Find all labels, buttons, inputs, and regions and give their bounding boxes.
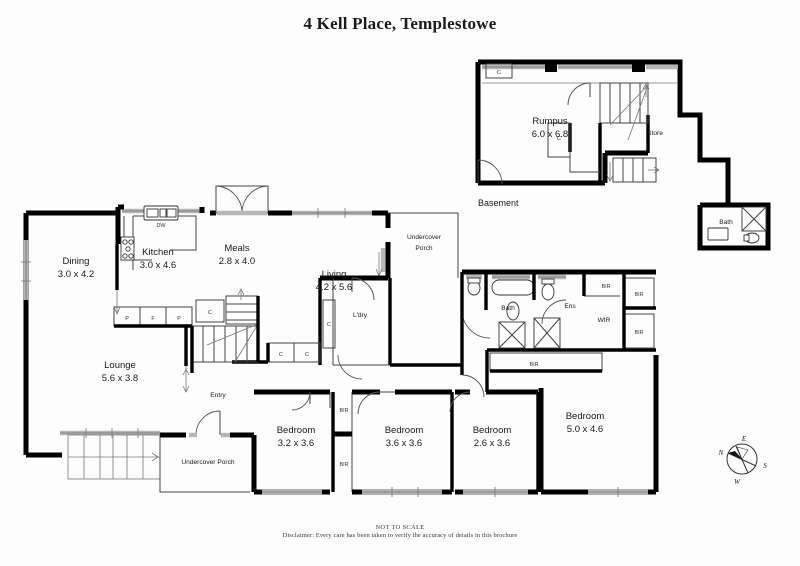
- bedroom-1-dim: 3.2 x 3.6: [278, 438, 314, 449]
- lounge-label: Lounge: [104, 360, 136, 371]
- meals-french-doors: [215, 185, 269, 216]
- compass-rose: E N S W: [718, 435, 768, 486]
- bedroom-3-label: Bedroom: [473, 425, 512, 436]
- bedroom-2-dim: 3.6 x 3.6: [386, 438, 422, 449]
- master-bedroom-label: Bedroom: [566, 411, 605, 422]
- kitchen-label: Kitchen: [142, 247, 174, 258]
- dining-dim: 3.0 x 4.2: [58, 269, 94, 280]
- porch-upper-label-2: Porch: [415, 245, 433, 252]
- kitchen-dim: 3.0 x 4.6: [140, 260, 176, 271]
- basement-bath: Bath: [697, 160, 771, 251]
- meals-label: Meals: [224, 243, 250, 254]
- porch-upper-label-1: Undercover: [407, 234, 442, 241]
- wc-compartment: [461, 272, 491, 339]
- master-bedroom: Bedroom 5.0 x 4.6: [538, 355, 659, 497]
- stair-closet-label: C: [208, 310, 212, 316]
- wir-label: WIR: [598, 317, 611, 324]
- master-bedroom-dim: 5.0 x 4.6: [567, 424, 603, 435]
- undercover-porch-lower: Undercover Porch: [159, 435, 250, 493]
- basement-closet-label-1: C: [497, 70, 501, 76]
- undercover-porch-upper: Undercover Porch: [388, 212, 459, 278]
- living-cupboard-label-2: C: [305, 352, 309, 358]
- basement-level-label: Basement: [478, 198, 519, 208]
- living-cupboard-label-1: C: [279, 352, 283, 358]
- kitchen-fixtures: DW: [120, 205, 197, 270]
- dining-label: Dining: [63, 256, 90, 267]
- ground-staircase: C: [190, 288, 260, 373]
- living-sliding-door: [375, 248, 386, 278]
- store-label: Store: [647, 130, 663, 137]
- bir-label-3: BIR: [602, 284, 611, 290]
- porch-lower-label: Undercover Porch: [181, 459, 234, 466]
- laundry-label: L'dry: [353, 312, 368, 319]
- main-bathroom: Bath: [491, 274, 535, 349]
- kitchen-door-arrow: [113, 290, 121, 316]
- pantry-label-2: P: [177, 316, 181, 322]
- bedroom-3: Bedroom 2.6 x 3.6: [449, 389, 538, 497]
- living-cupboards: C C: [267, 342, 321, 363]
- living-dim: 4.2 x 5.6: [316, 282, 352, 293]
- bir-label-5: BIR: [635, 330, 644, 336]
- footer-note: NOT TO SCALE Disclaimer: Every care has …: [0, 524, 800, 539]
- bedroom-1: Bedroom 3.2 x 3.6: [254, 389, 331, 495]
- basement-plan: C C Store: [475, 59, 771, 251]
- stair-down-arrow: [182, 366, 190, 393]
- bedroom-3-dim: 2.6 x 3.6: [474, 438, 510, 449]
- meals-dim: 2.8 x 4.0: [219, 256, 255, 267]
- not-to-scale-label: NOT TO SCALE: [375, 524, 425, 531]
- pantry-label-1: P: [125, 316, 129, 322]
- compass-north-label: E: [741, 435, 747, 443]
- lounge-window-deck: [60, 428, 161, 480]
- disclaimer-text: Disclaimer: Every care has been taken to…: [282, 532, 518, 539]
- ensuite-label: Ens: [564, 303, 576, 310]
- bir-label-1: BIR: [340, 408, 349, 414]
- bir-hall-cupboard: BIR: [489, 352, 603, 373]
- lounge-dim: 5.6 x 3.8: [102, 373, 138, 384]
- basement-top-windows: [482, 61, 678, 72]
- ground-floor-plan: DW: [21, 185, 659, 497]
- entry-door: Entry: [189, 392, 230, 438]
- living-label: Living: [322, 269, 347, 280]
- basement-closet-label-2: C: [557, 136, 561, 142]
- rumpus-dim: 6.0 x 6.8: [532, 129, 568, 140]
- ensuite: Ens: [532, 272, 576, 349]
- bir-label-4: BIR: [635, 292, 644, 298]
- bedroom-1-label: Bedroom: [277, 425, 316, 436]
- bir-right-cupboards: BIR BIR: [622, 272, 656, 350]
- bath-ensuite-wir: Bath Ens: [460, 269, 656, 398]
- bir-label-6: BIR: [530, 362, 539, 368]
- basement-stair-lower: [606, 157, 660, 183]
- rumpus-label: Rumpus: [532, 116, 568, 127]
- basement-stair-upper: [599, 82, 650, 141]
- living-closet-label: C: [327, 322, 331, 328]
- bathroom-label: Bath: [501, 305, 515, 312]
- laundry: L'dry: [333, 277, 392, 380]
- compass-east-label: S: [763, 462, 767, 470]
- fridge-label: F: [151, 316, 155, 322]
- compass-west-label: N: [718, 449, 724, 457]
- living-window: [292, 208, 372, 218]
- walk-in-robe: BIR WIR: [582, 272, 620, 324]
- dining-window: [21, 240, 31, 300]
- pantry-row: P F P: [113, 306, 193, 328]
- entry-label: Entry: [210, 392, 226, 399]
- basement-bath-label: Bath: [719, 219, 733, 226]
- bedroom-2-label: Bedroom: [385, 425, 424, 436]
- page-title: 4 Kell Place, Templestowe: [303, 14, 497, 33]
- compass-south-label: W: [734, 478, 741, 486]
- bedroom-2: Bedroom 3.6 x 3.6: [352, 389, 452, 497]
- bir-label-2: BIR: [340, 462, 349, 468]
- bir-between-bedrooms: BIR BIR: [331, 392, 353, 492]
- dishwasher-label: DW: [157, 223, 167, 229]
